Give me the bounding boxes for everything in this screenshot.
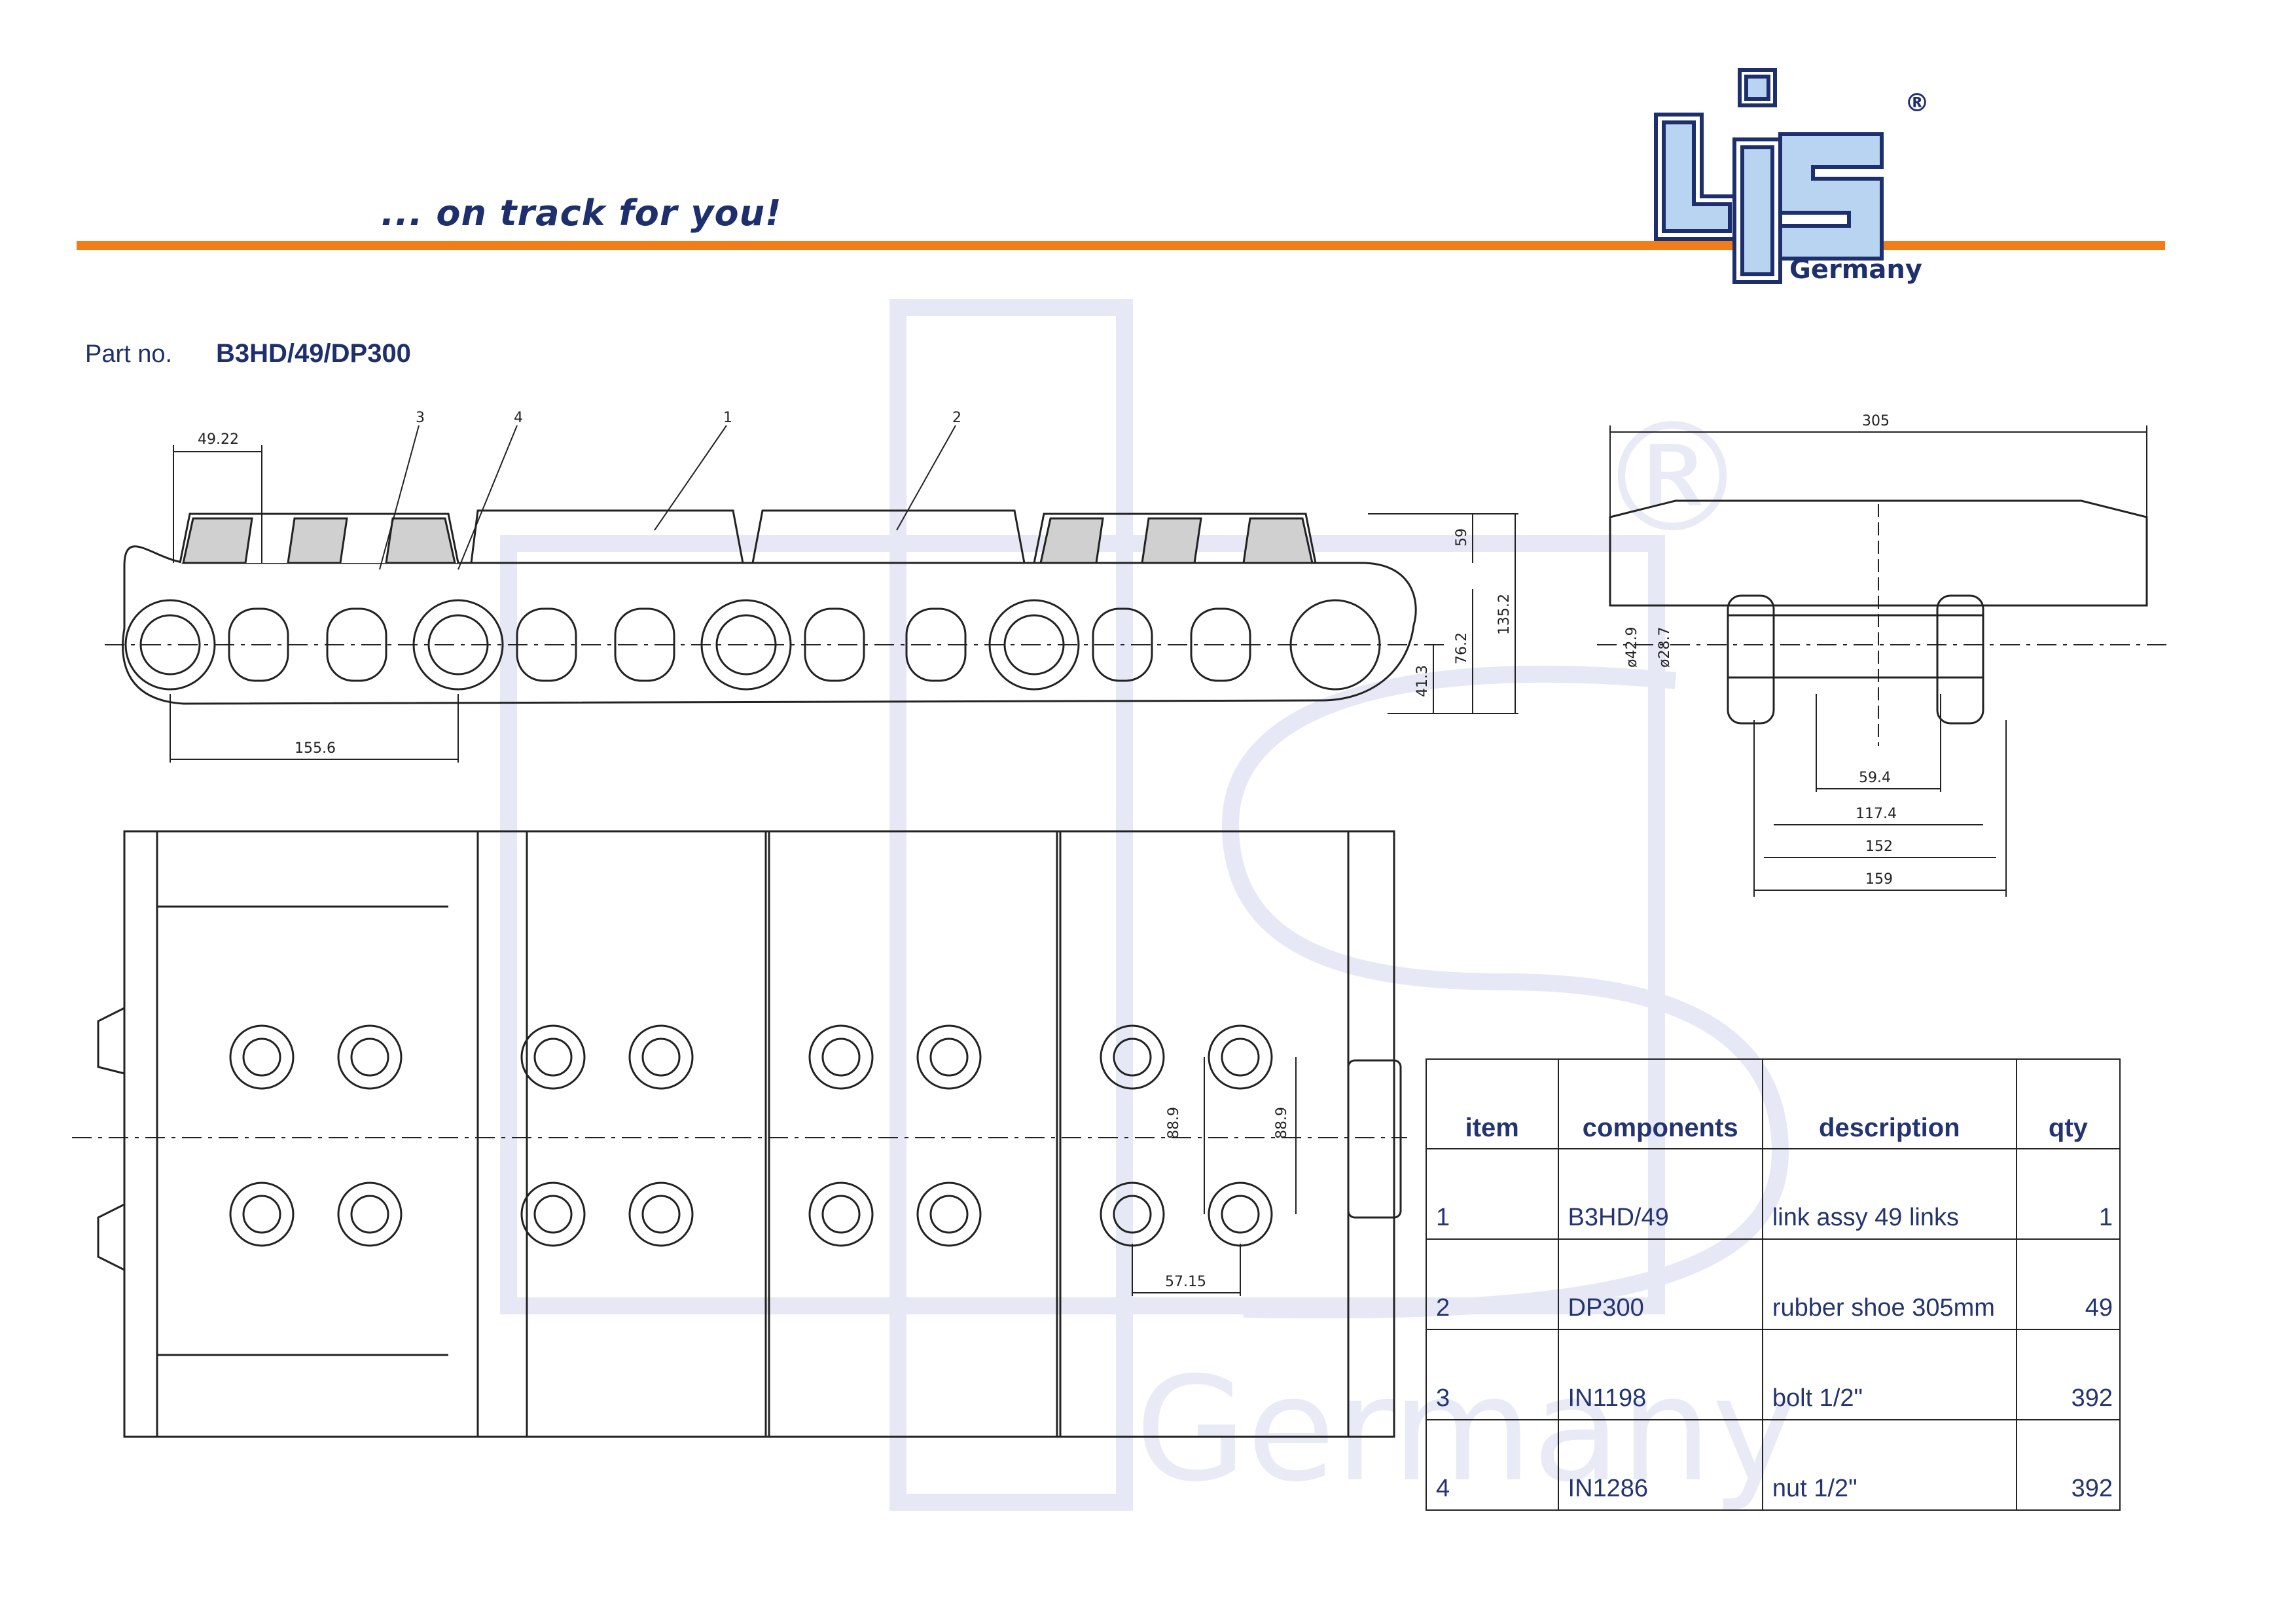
header-rule <box>77 241 2165 250</box>
callout-2: 2 <box>952 410 961 426</box>
part-number-value: B3HD/49/DP300 <box>216 339 411 368</box>
plan-view-drawing: 88.9 88.9 57.15 <box>72 830 1407 1438</box>
dim-dia-outer: ø42.9 <box>1624 627 1640 668</box>
bom-component: DP300 <box>1557 1238 1763 1330</box>
bom-header-qty: qty <box>2015 1058 2121 1149</box>
bom-description: rubber shoe 305mm <box>1761 1238 2017 1330</box>
dim-w3: 152 <box>1865 839 1893 855</box>
bom-item: 1 <box>1426 1148 1559 1240</box>
bom-qty: 49 <box>2015 1238 2121 1330</box>
bom-item: 4 <box>1426 1419 1559 1511</box>
end-view-drawing: 305 ø42.9 ø28.7 59.4 117.4 152 159 <box>1597 413 2166 897</box>
bom-header-components: components <box>1557 1058 1763 1149</box>
dim-width-top: 305 <box>1862 413 1890 429</box>
bom-qty: 1 <box>2015 1148 2121 1240</box>
part-number-label: Part no. <box>85 340 173 368</box>
table-row: 3 IN1198 bolt 1/2" 392 <box>1426 1329 2121 1420</box>
bom-header-row: item components description qty <box>1426 1058 2121 1149</box>
callout-3: 3 <box>416 410 425 426</box>
dim-w1: 59.4 <box>1859 770 1891 786</box>
table-row: 4 IN1286 nut 1/2" 392 <box>1426 1419 2121 1511</box>
logo-germany: Germany <box>1789 255 1922 285</box>
side-view-drawing: 49.22 155.6 59 135.2 76.2 41.3 3 4 1 2 <box>105 410 1518 763</box>
dim-w2: 117.4 <box>1856 806 1897 822</box>
callout-1: 1 <box>723 410 732 426</box>
dim-hole-spacing-right: 88.9 <box>1274 1107 1290 1139</box>
callout-4: 4 <box>514 410 523 426</box>
logo-registered: ® <box>1905 88 1929 117</box>
bom-component: IN1286 <box>1557 1419 1763 1511</box>
bom-description: link assy 49 links <box>1761 1148 2017 1240</box>
dim-height-mid: 76.2 <box>1454 632 1470 664</box>
dim-height-total: 135.2 <box>1496 594 1513 635</box>
dim-pitch-top: 49.22 <box>198 431 239 448</box>
dim-dia-inner: ø28.7 <box>1657 627 1673 668</box>
watermark-registered: ® <box>1597 391 1748 566</box>
bom-component: B3HD/49 <box>1557 1148 1763 1240</box>
slogan: ... on track for you! <box>381 192 782 234</box>
dim-hole-spacing-left: 88.9 <box>1166 1107 1182 1139</box>
table-row: 2 DP300 rubber shoe 305mm 49 <box>1426 1238 2121 1330</box>
bom-description: nut 1/2" <box>1761 1419 2017 1511</box>
dim-pitch-bottom: 155.6 <box>295 740 336 757</box>
lis-logo: ® Germany <box>1654 68 1929 285</box>
bom-description: bolt 1/2" <box>1761 1329 2017 1420</box>
bom-qty: 392 <box>2015 1419 2121 1511</box>
dim-height-shoe: 59 <box>1454 528 1470 547</box>
table-row: 1 B3HD/49 link assy 49 links 1 <box>1426 1148 2121 1240</box>
dim-w4: 159 <box>1865 871 1893 888</box>
dim-height-low: 41.3 <box>1414 665 1431 697</box>
bom-item: 3 <box>1426 1329 1559 1420</box>
bom-table: item components description qty 1 B3HD/4… <box>1426 1058 2121 1511</box>
dim-hole-pitch: 57.15 <box>1165 1274 1206 1290</box>
bom-header-item: item <box>1426 1058 1559 1149</box>
bom-qty: 392 <box>2015 1329 2121 1420</box>
bom-item: 2 <box>1426 1238 1559 1330</box>
bom-header-description: description <box>1761 1058 2017 1149</box>
bom-component: IN1198 <box>1557 1329 1763 1420</box>
